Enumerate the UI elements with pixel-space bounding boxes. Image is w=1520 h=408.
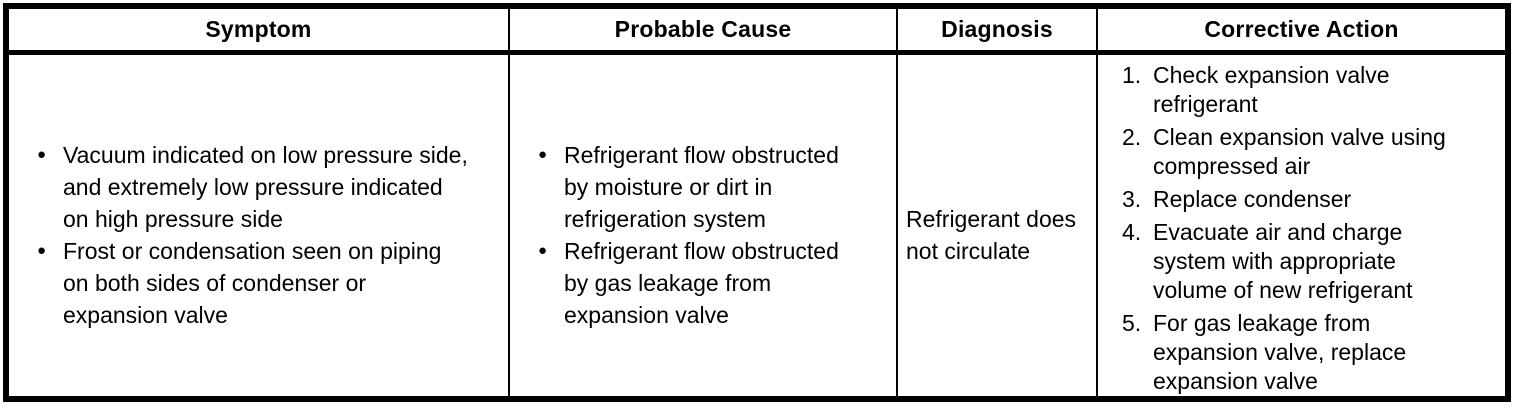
corrective-action-item: 3. Replace condenser (1122, 185, 1495, 214)
table-header-row: Symptom Probable Cause Diagnosis Correct… (9, 9, 1505, 55)
bullet-icon: ● (538, 241, 548, 259)
symptom-item: ● Frost or condensation seen on piping o… (37, 235, 500, 331)
diagnosis-text: Refrigerant does not circulate (906, 205, 1077, 264)
corrective-action-item-text: Replace condenser (1153, 186, 1352, 212)
symptom-cell: ● Vacuum indicated on low pressure side,… (9, 55, 508, 396)
corrective-action-item: 2. Clean expansion valve using compresse… (1122, 123, 1495, 181)
troubleshooting-table: Symptom Probable Cause Diagnosis Correct… (3, 3, 1511, 402)
corrective-action-item-text: For gas leakage from expansion valve, re… (1153, 310, 1407, 394)
corrective-action-item: 5. For gas leakage from expansion valve,… (1122, 309, 1495, 396)
corrective-action-item-number: 4. (1122, 219, 1142, 245)
table-row: ● Vacuum indicated on low pressure side,… (9, 55, 1505, 396)
corrective-action-list: 1. Check expansion valve refrigerant 2. … (1122, 61, 1495, 396)
header-diagnosis: Diagnosis (896, 9, 1096, 50)
probable-cause-item: ● Refrigerant flow obstructed by gas lea… (538, 235, 888, 331)
corrective-action-item-text: Clean expansion valve using compressed a… (1153, 124, 1446, 179)
corrective-action-item: 1. Check expansion valve refrigerant (1122, 61, 1495, 119)
corrective-action-item-number: 5. (1122, 310, 1142, 336)
symptom-item-text: Frost or condensation seen on piping on … (63, 237, 442, 328)
corrective-action-item: 4. Evacuate air and charge system with a… (1122, 218, 1495, 305)
symptom-item-text: Vacuum indicated on low pressure side, a… (63, 141, 468, 232)
corrective-action-cell: 1. Check expansion valve refrigerant 2. … (1096, 55, 1505, 396)
header-symptom: Symptom (205, 16, 312, 42)
corrective-action-item-text: Check expansion valve refrigerant (1153, 62, 1390, 117)
corrective-action-item-number: 3. (1122, 186, 1142, 212)
corrective-action-item-number: 2. (1122, 124, 1142, 150)
header-corrective-action: Corrective Action (1096, 9, 1505, 50)
probable-cause-item-text: Refrigerant flow obstructed by gas leaka… (564, 237, 839, 328)
bullet-icon: ● (37, 241, 47, 259)
bullet-icon: ● (538, 145, 548, 163)
header-probable-cause: Probable Cause (508, 9, 896, 50)
bullet-icon: ● (37, 145, 47, 163)
symptom-item: ● Vacuum indicated on low pressure side,… (37, 139, 500, 235)
corrective-action-item-text: Evacuate air and charge system with appr… (1153, 219, 1413, 303)
probable-cause-cell: ● Refrigerant flow obstructed by moistur… (508, 55, 896, 396)
probable-cause-list: ● Refrigerant flow obstructed by moistur… (538, 139, 888, 331)
probable-cause-item-text: Refrigerant flow obstructed by moisture … (564, 141, 839, 232)
symptom-list: ● Vacuum indicated on low pressure side,… (37, 139, 500, 331)
diagnosis-cell: Refrigerant does not circulate (896, 55, 1096, 396)
corrective-action-item-number: 1. (1122, 62, 1142, 88)
probable-cause-item: ● Refrigerant flow obstructed by moistur… (538, 139, 888, 235)
